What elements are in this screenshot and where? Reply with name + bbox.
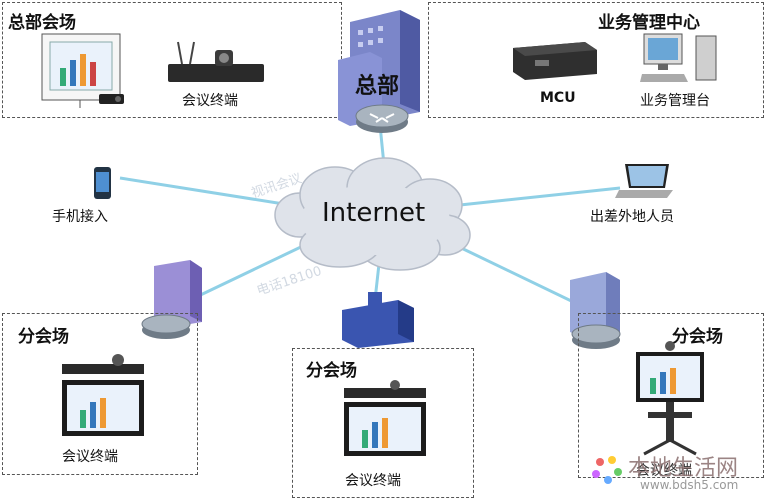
conference-terminal-icon (168, 41, 264, 82)
hq-building-label: 总部 (355, 74, 400, 99)
branch-center-area (292, 348, 474, 498)
branch-left-title: 分会场 (18, 327, 69, 347)
branch-center-terminal-label: 会议终端 (345, 473, 401, 489)
hq-building-icon (338, 10, 420, 126)
link-mobile (119, 176, 291, 207)
mcu-device-icon (513, 42, 597, 80)
branch-left-terminal-icon (62, 354, 144, 436)
link-branch-left (189, 243, 306, 302)
traveler-label: 出差外地人员 (590, 209, 674, 225)
projector-icon (99, 94, 124, 104)
branch-right-terminal-label: 会议终端 (636, 463, 692, 479)
business-center-label: 业务管理中心 (598, 13, 700, 33)
branch-right-title: 分会场 (672, 327, 723, 347)
branch-left-area (2, 313, 198, 475)
branch-center-title: 分会场 (306, 361, 357, 381)
business-center-area (428, 2, 764, 118)
computer-icon (640, 33, 717, 82)
link-traveler (459, 186, 621, 207)
branch-right-building-icon (570, 272, 621, 349)
mobile-access-label: 手机接入 (52, 209, 108, 225)
internet-label: Internet (322, 198, 426, 228)
projector-screen-icon (41, 33, 121, 108)
branch-right-area (578, 313, 764, 478)
internet-cloud (274, 157, 471, 271)
laptop-icon (615, 164, 673, 198)
branch-right-terminal-icon (636, 341, 704, 456)
site-logo-name: 本地生活网 (628, 456, 739, 481)
link-branch-right (454, 243, 591, 312)
branch-left-building-icon (141, 260, 202, 339)
site-logo-url: www.bdsh5.com (640, 478, 739, 492)
hq-terminal-label: 会议终端 (182, 93, 238, 109)
hq-router-icon (355, 104, 409, 133)
mobile-phone-icon (94, 167, 111, 199)
branch-center-terminal-icon (344, 380, 426, 456)
hq-meeting-label: 总部会场 (8, 13, 76, 33)
site-logo-icon (592, 456, 622, 484)
branch-left-terminal-label: 会议终端 (62, 449, 118, 465)
mcu-label: MCU (540, 90, 576, 106)
branch-center-building-icon (342, 292, 414, 348)
business-console-label: 业务管理台 (640, 93, 710, 109)
